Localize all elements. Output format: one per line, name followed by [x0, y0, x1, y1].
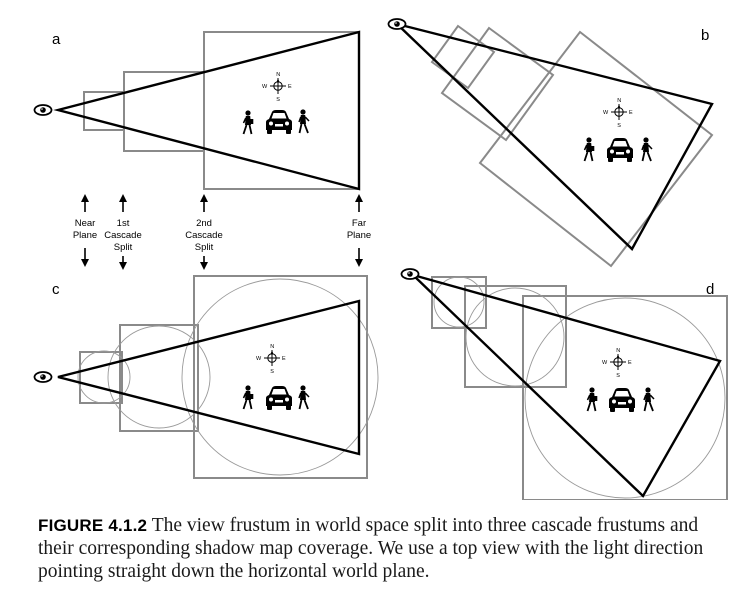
panel-label-d: d: [706, 281, 714, 298]
near-plane-marker: Near Plane: [73, 194, 97, 267]
first-split-label-line1: 1st: [117, 218, 130, 229]
compass-s-label: S: [270, 369, 274, 375]
panel-label-b: b: [701, 27, 709, 44]
view-frustum: [392, 21, 714, 251]
cascade-box-2: [123, 71, 205, 152]
compass-rose-icon: N S E W: [262, 72, 292, 103]
cascade-box-1: [430, 24, 496, 90]
pedestrian-icon: [641, 136, 653, 162]
bounding-sphere-3: [181, 278, 379, 476]
bounding-sphere-2: [465, 287, 565, 387]
second-split-label-line3: Split: [195, 242, 214, 253]
compass-w-label: W: [602, 360, 608, 366]
car-icon: [609, 388, 635, 412]
cascade-box-3: [193, 275, 368, 479]
panel-b: b N S E W: [387, 18, 714, 268]
cascade-box-3: [522, 295, 728, 500]
view-frustum: [53, 30, 361, 191]
car-icon: [607, 138, 633, 162]
compass-e-label: E: [288, 84, 292, 90]
compass-n-label: N: [617, 98, 621, 104]
cascade-box-3: [478, 30, 714, 268]
car-icon: [266, 110, 292, 134]
panel-a: a N S E W: [33, 30, 361, 191]
figure-label: FIGURE 4.1.2: [38, 516, 148, 535]
second-split-marker: 2nd Cascade Split: [185, 194, 223, 270]
eye-icon: [387, 18, 407, 30]
cascade-box-1: [79, 351, 123, 404]
first-split-label-line2: Cascade: [104, 230, 142, 241]
pedestrian-icon: [242, 384, 255, 410]
compass-s-label: S: [616, 373, 620, 379]
cascade-box-2: [464, 285, 567, 388]
compass-rose-icon: N S E W: [256, 344, 286, 375]
first-split-label-line3: Split: [114, 242, 133, 253]
pedestrian-icon: [586, 386, 599, 412]
bounding-sphere-3: [524, 297, 726, 499]
pedestrian-icon: [583, 136, 596, 162]
view-frustum: [412, 273, 722, 498]
pedestrian-icon: [643, 386, 655, 412]
compass-rose-icon: N S E W: [602, 348, 632, 379]
near-plane-label-line2: Plane: [73, 230, 97, 241]
plane-labels: Near Plane 1st Cascade Split 2nd Cascade…: [73, 194, 371, 270]
second-split-label-line1: 2nd: [196, 218, 212, 229]
car-icon: [266, 386, 292, 410]
first-split-marker: 1st Cascade Split: [104, 194, 142, 270]
cascade-figure: a N S E W Near Plane 1st Cas: [33, 18, 728, 500]
compass-w-label: W: [603, 110, 609, 116]
far-plane-label-line1: Far: [352, 218, 366, 229]
compass-s-label: S: [276, 97, 280, 103]
compass-w-label: W: [262, 84, 268, 90]
second-split-label-line2: Cascade: [185, 230, 223, 241]
compass-e-label: E: [629, 110, 633, 116]
far-plane-label-line2: Plane: [347, 230, 371, 241]
panel-label-c: c: [52, 281, 60, 298]
pedestrian-icon: [298, 108, 310, 134]
compass-rose-icon: N S E W: [603, 98, 633, 129]
compass-n-label: N: [616, 348, 620, 354]
figure-caption: FIGURE 4.1.2 The view frustum in world s…: [38, 514, 728, 583]
bounding-sphere-2: [107, 325, 211, 429]
compass-e-label: E: [628, 360, 632, 366]
caption-text: The view frustum in world space split in…: [38, 515, 704, 582]
pedestrian-icon: [298, 384, 310, 410]
bounding-sphere-1: [77, 350, 131, 404]
near-plane-label-line1: Near: [75, 218, 96, 229]
compass-e-label: E: [282, 356, 286, 362]
view-frustum: [57, 299, 361, 456]
far-plane-marker: Far Plane: [347, 194, 371, 267]
cascade-box-2: [119, 324, 199, 432]
compass-n-label: N: [276, 72, 280, 78]
bounding-sphere-1: [433, 276, 485, 328]
compass-w-label: W: [256, 356, 262, 362]
panel-d: d N S E W: [400, 268, 728, 500]
eye-icon: [400, 268, 420, 280]
compass-n-label: N: [270, 344, 274, 350]
eye-icon: [33, 104, 53, 116]
panel-c: c N S E W: [33, 275, 379, 479]
pedestrian-icon: [242, 109, 255, 135]
eye-icon: [33, 371, 53, 383]
panel-label-a: a: [52, 31, 61, 48]
compass-s-label: S: [617, 123, 621, 129]
